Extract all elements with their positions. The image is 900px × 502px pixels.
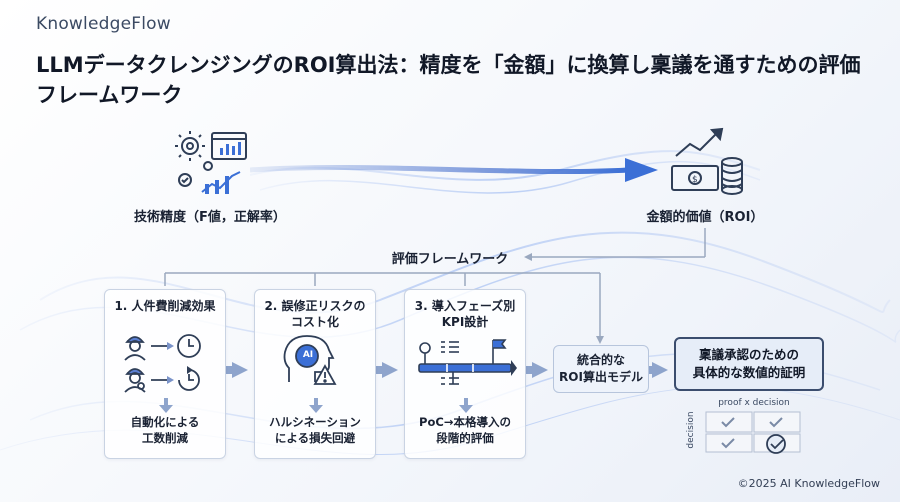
integrated-roi-model: 統合的な ROI算出モデル	[553, 345, 649, 393]
copyright: ©2025 AI KnowledgeFlow	[737, 477, 880, 490]
card-title: 1. 人件費削減効果	[114, 299, 216, 313]
down-arrow-icon	[159, 398, 173, 413]
svg-text:$: $	[692, 175, 698, 185]
technical-accuracy-label: 技術精度（F値，正解率）	[134, 210, 286, 225]
card-title: 2. 誤修正リスクの コスト化	[264, 299, 366, 329]
card-foot: ハルシネーション による損失回避	[269, 415, 361, 445]
ai-brain-warning-icon	[283, 335, 337, 385]
page-title: LLMデータクレンジングのROI算出法：精度を「金額」に換算し稟議を通すための評…	[36, 53, 861, 107]
framework-label: 評価フレームワーク	[391, 252, 509, 267]
gear-chart-icon	[175, 131, 247, 194]
card-labor-cost: 1. 人件費削減効果 自動化による 工数削減	[104, 289, 226, 459]
card-title: 3. 導入フェーズ別 KPI設計	[414, 299, 516, 329]
card-foot: 自動化による 工数削減	[130, 415, 200, 445]
card-foot: PoC→本格導入の 段階的評価	[419, 415, 511, 445]
card-kpi-design: 3. 導入フェーズ別 KPI設計 PoC→本格導入の 段階的評価	[404, 289, 526, 459]
flow-arrow	[250, 158, 658, 182]
brand-logo: KnowledgeFlow	[36, 14, 171, 34]
down-arrow-icon	[309, 398, 323, 413]
ai-badge: AI	[302, 350, 314, 360]
grid-side-label: decision	[686, 411, 696, 449]
card-error-risk: 2. 誤修正リスクの コスト化 AI ハルシネーション による損失回避	[254, 289, 376, 459]
down-arrow-icon	[459, 398, 473, 413]
money-growth-icon: $	[671, 127, 743, 195]
final-approval-proof: 稟議承認のための 具体的な数値的証明	[674, 337, 824, 391]
decision-grid	[705, 411, 801, 454]
timeline-icon	[418, 339, 517, 385]
grid-top-label: proof x decision	[718, 398, 790, 408]
monetary-value-label: 金額的価値（ROI）	[646, 210, 764, 225]
worker-clock-icon	[124, 334, 201, 393]
